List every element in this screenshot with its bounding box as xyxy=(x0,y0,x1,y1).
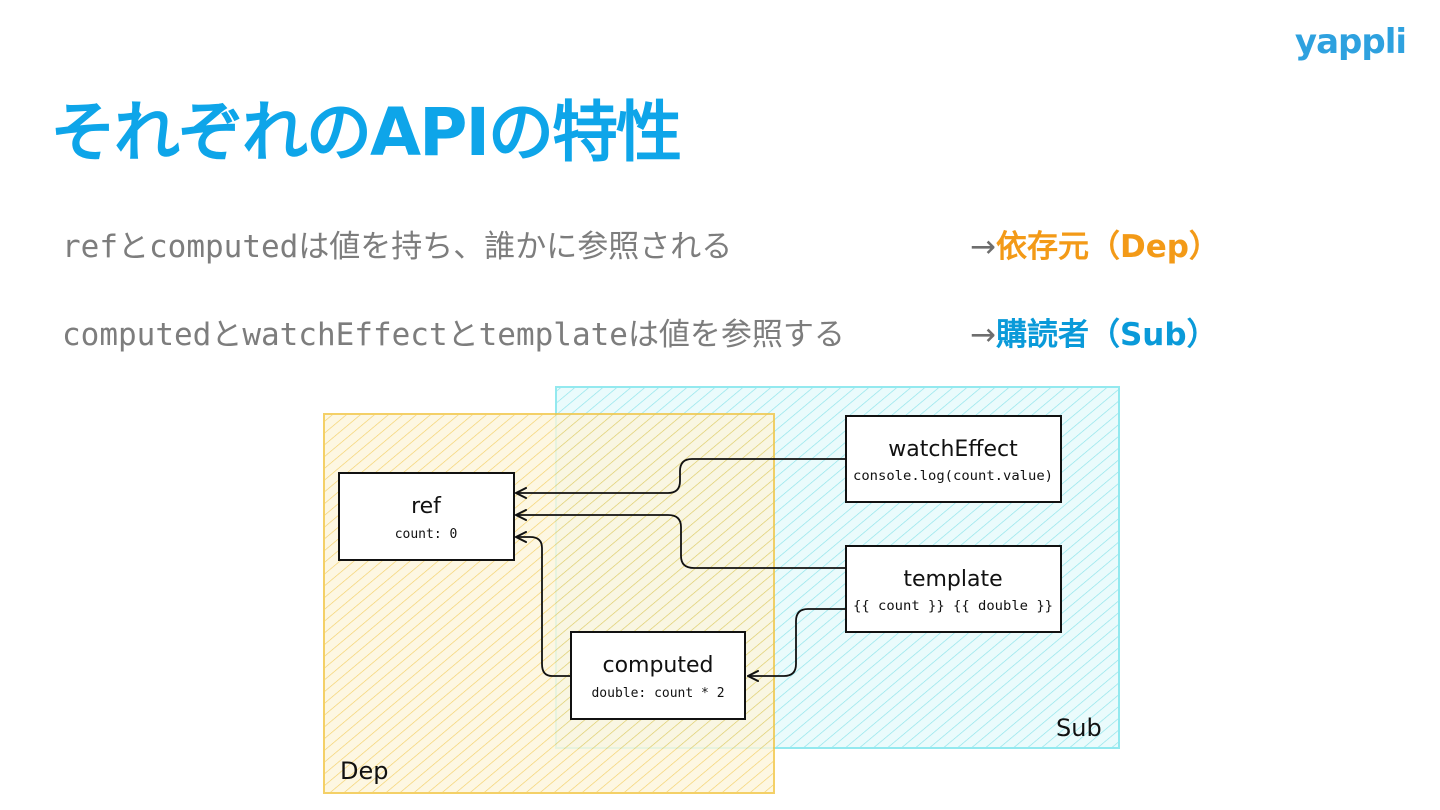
sub-region-label: Sub xyxy=(1056,714,1102,742)
dep-desc-rest: は値を持ち、誰かに参照される xyxy=(298,229,733,265)
node-template-subtitle: {{ count }} {{ double }} xyxy=(853,599,1053,614)
sub-description: computedとwatchEffectとtemplateは値を参照する xyxy=(62,320,845,351)
edge-template-to-computed xyxy=(747,608,847,682)
sub-desc-template: template xyxy=(478,317,628,353)
sub-arrow: → xyxy=(970,317,996,353)
node-computed-subtitle: double: count * 2 xyxy=(591,686,724,701)
dep-desc-to: と xyxy=(118,229,149,265)
page-title: それぞれのAPIの特性 xyxy=(50,94,682,171)
edge-watcheffect-to-ref xyxy=(515,458,847,499)
dep-highlight: 依存元（Dep） xyxy=(995,229,1220,265)
node-ref-subtitle: count: 0 xyxy=(395,527,458,542)
node-computed: computed double: count * 2 xyxy=(570,631,746,720)
sub-desc-to-1: と xyxy=(211,317,243,353)
sub-desc-watcheffect: watchEffect xyxy=(242,317,448,353)
sub-desc-computed: computed xyxy=(62,317,212,353)
sub-desc-rest: は値を参照する xyxy=(627,317,845,353)
node-template-title: template xyxy=(903,567,1002,592)
edge-template-to-ref xyxy=(515,509,847,569)
dep-arrow: → xyxy=(970,229,996,265)
sub-desc-to-2: と xyxy=(447,317,479,353)
yappli-logo: yappli xyxy=(1294,22,1407,62)
dep-label: →依存元（Dep） xyxy=(970,232,1220,263)
node-computed-title: computed xyxy=(602,653,713,678)
node-ref-title: ref xyxy=(411,494,442,519)
sub-highlight: 購読者（Sub） xyxy=(995,317,1218,353)
node-watcheffect-subtitle: console.log(count.value) xyxy=(853,469,1053,484)
edge-computed-to-ref xyxy=(515,531,572,677)
sub-label: →購読者（Sub） xyxy=(970,320,1218,351)
node-ref: ref count: 0 xyxy=(338,472,515,561)
node-watcheffect: watchEffect console.log(count.value) xyxy=(845,415,1062,503)
dep-region: Dep xyxy=(323,413,775,794)
node-template: template {{ count }} {{ double }} xyxy=(845,545,1062,633)
dep-desc-computed: computed xyxy=(149,229,299,265)
node-watcheffect-title: watchEffect xyxy=(888,437,1018,462)
dep-description: refとcomputedは値を持ち、誰かに参照される xyxy=(62,232,732,263)
dep-region-label: Dep xyxy=(340,757,388,785)
dep-desc-ref: ref xyxy=(62,229,118,265)
